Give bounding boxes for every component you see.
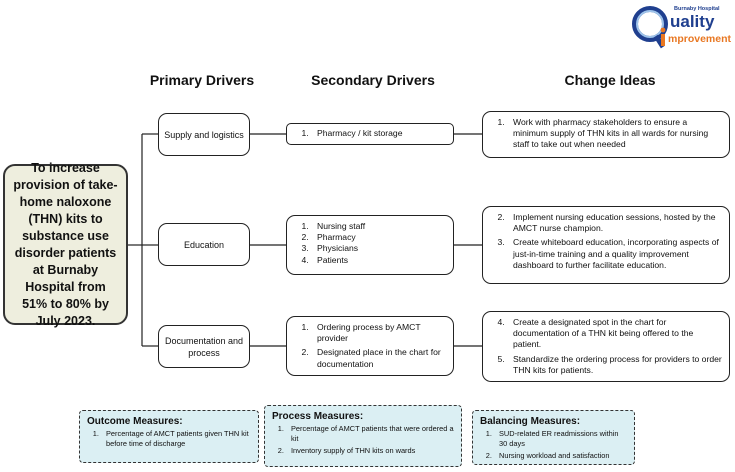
change-idea-item: Work with pharmacy stakeholders to ensur… [507,117,723,151]
change-ideas-list-documentation: Create a designated spot in the chart fo… [489,317,723,376]
change-ideas-box-supply: Work with pharmacy stakeholders to ensur… [482,111,730,158]
logo-org-name: Burnaby Hospital [674,6,720,12]
primary-driver-supply: Supply and logistics [158,113,250,156]
secondary-driver-list-supply: Pharmacy / kit storage [293,128,447,139]
process-measures-title: Process Measures: [272,411,364,422]
primary-driver-education: Education [158,223,250,266]
measure-item: Nursing workload and satisfaction [494,451,627,461]
balancing-measures-box: Balancing Measures: SUD-related ER readm… [472,410,635,465]
aim-statement: To increase provision of take-home nalox… [3,161,128,328]
outcome-measures-box: Outcome Measures: Percentage of AMCT pat… [79,410,259,463]
secondary-driver-item: Pharmacy [311,232,447,243]
process-measures-box: Process Measures: Percentage of AMCT pat… [264,405,462,467]
change-idea-item: Standardize the ordering process for pro… [507,354,723,376]
secondary-driver-item: Nursing staff [311,221,447,232]
secondary-driver-box-documentation: Ordering process by AMCT provider Design… [286,316,454,376]
outcome-measures-list: Percentage of AMCT patients given THN ki… [87,429,251,449]
change-idea-item: Create a designated spot in the chart fo… [507,317,723,351]
secondary-driver-box-supply: Pharmacy / kit storage [286,123,454,145]
secondary-driver-item: Designated place in the chart for docume… [311,347,447,369]
secondary-driver-item: Patients [311,255,447,266]
primary-driver-documentation: Documentation and process [158,325,250,368]
primary-drivers-heading: Primary Drivers [149,72,255,88]
balancing-measures-title: Balancing Measures: [480,416,581,427]
measure-item: SUD-related ER readmissions within 30 da… [494,429,627,449]
balancing-measures-list: SUD-related ER readmissions within 30 da… [480,429,627,461]
measure-item: Inventory supply of THN kits on wards [286,446,454,456]
change-ideas-box-documentation: Create a designated spot in the chart fo… [482,311,730,382]
change-ideas-box-education: Implement nursing education sessions, ho… [482,206,730,284]
quality-logo-icon [632,6,668,49]
change-idea-item: Implement nursing education sessions, ho… [507,212,723,234]
logo-word-quality: uality [670,12,715,31]
change-ideas-list-supply: Work with pharmacy stakeholders to ensur… [489,117,723,151]
secondary-driver-box-education: Nursing staff Pharmacy Physicians Patien… [286,215,454,275]
secondary-driver-item: Ordering process by AMCT provider [311,322,447,344]
change-ideas-list-education: Implement nursing education sessions, ho… [489,212,723,271]
measure-item: Percentage of AMCT patients that were or… [286,424,454,444]
process-measures-list: Percentage of AMCT patients that were or… [272,424,454,456]
secondary-driver-item: Physicians [311,243,447,254]
secondary-driver-list-education: Nursing staff Pharmacy Physicians Patien… [293,221,447,266]
logo-word-improvement: mprovement [668,33,732,45]
burnaby-quality-improvement-logo: Burnaby Hospital uality mprovement [630,2,734,52]
secondary-driver-item: Pharmacy / kit storage [311,128,447,139]
change-ideas-heading: Change Ideas [564,72,656,88]
outcome-measures-title: Outcome Measures: [87,416,183,427]
secondary-drivers-heading: Secondary Drivers [311,72,435,88]
measure-item: Percentage of AMCT patients given THN ki… [101,429,251,449]
change-idea-item: Create whiteboard education, incorporati… [507,237,723,271]
secondary-driver-list-documentation: Ordering process by AMCT provider Design… [293,322,447,370]
